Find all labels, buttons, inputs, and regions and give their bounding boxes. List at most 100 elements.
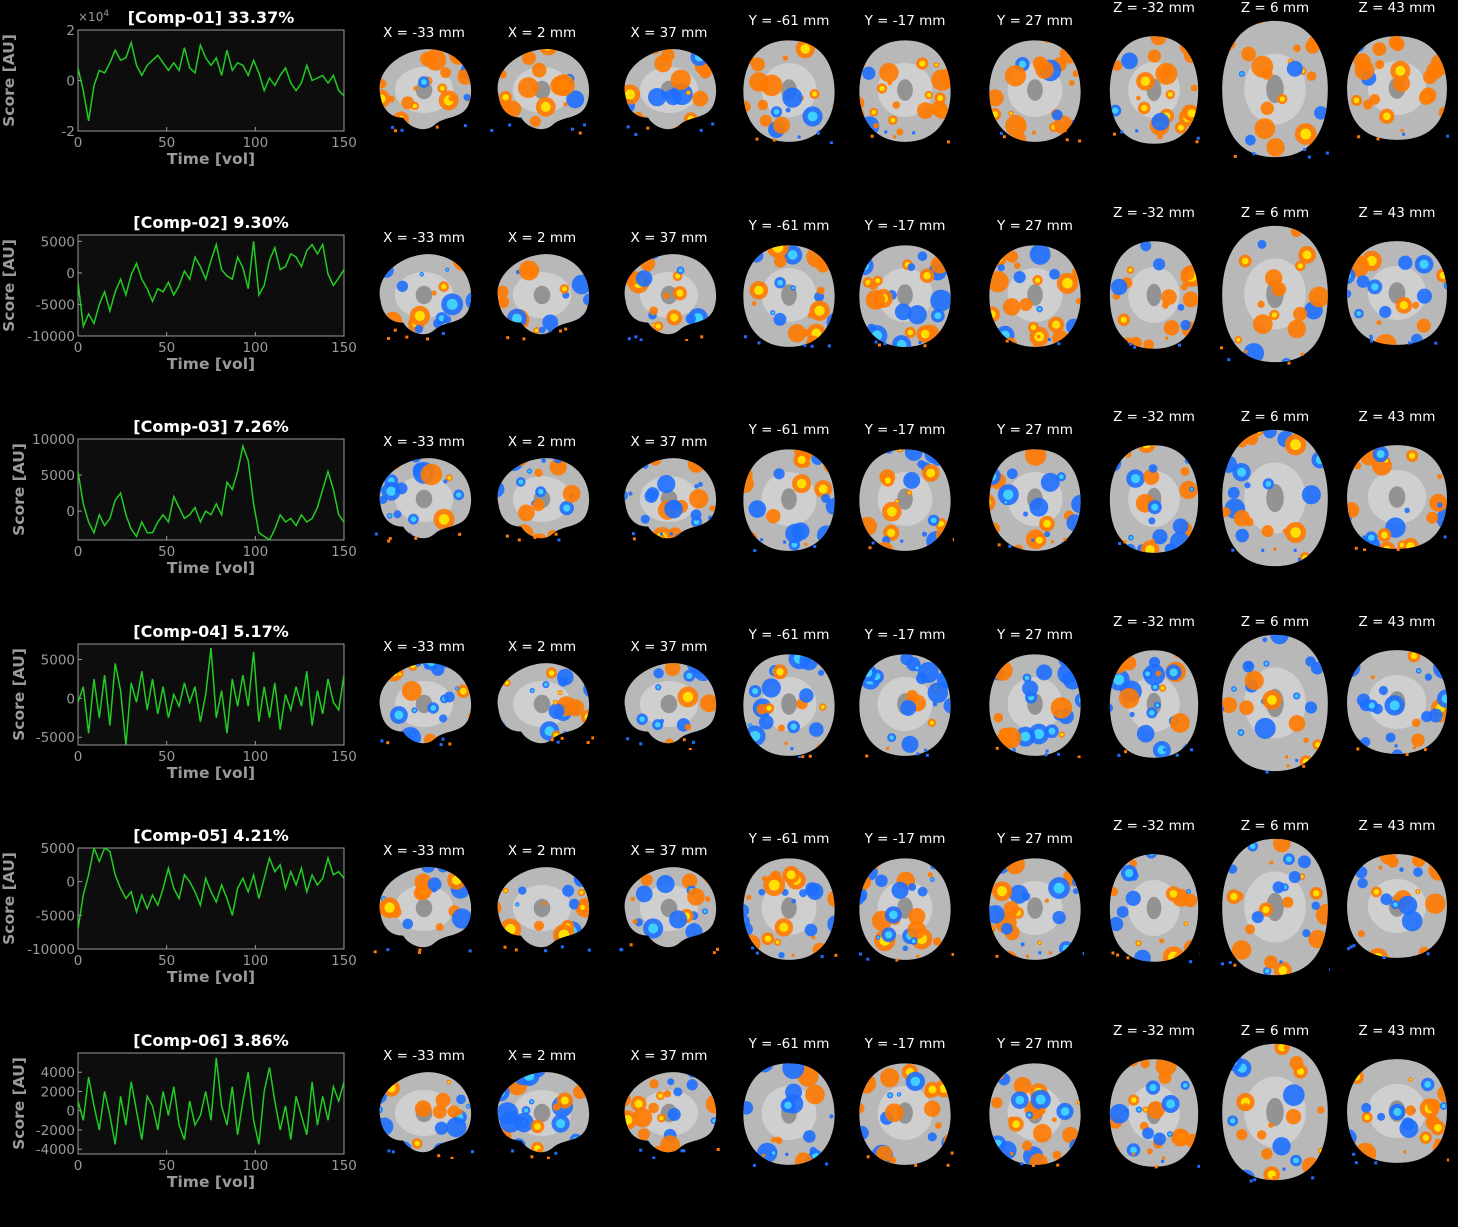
positive-blob	[707, 737, 721, 749]
negative-blob	[648, 88, 666, 106]
negative-blob	[687, 1079, 698, 1090]
speck	[627, 125, 630, 128]
positive-blob	[436, 923, 444, 931]
positive-blob	[1308, 34, 1323, 49]
speck	[1178, 343, 1181, 346]
speck	[753, 1163, 756, 1166]
positive-blob	[740, 536, 753, 552]
x-tick-label: 0	[74, 1158, 83, 1174]
negative-blob	[1273, 881, 1285, 893]
negative-blob	[393, 510, 401, 518]
speck	[1197, 137, 1200, 140]
plot-area	[78, 30, 344, 131]
negative-peak	[462, 733, 468, 739]
positive-blob	[1108, 862, 1112, 869]
negative-blob	[623, 250, 641, 268]
speck	[762, 1153, 765, 1156]
speck	[1120, 130, 1123, 133]
negative-peak	[771, 311, 774, 314]
negative-blob	[1180, 319, 1190, 329]
speck	[639, 1148, 642, 1151]
negative-peak	[772, 1151, 776, 1155]
speck	[639, 742, 642, 745]
negative-peak	[394, 710, 403, 719]
speck	[912, 131, 915, 134]
positive-blob	[1288, 319, 1306, 337]
negative-blob	[1345, 260, 1350, 265]
speck	[1026, 955, 1029, 958]
positive-peak	[813, 1162, 818, 1166]
speck	[518, 538, 521, 541]
negative-peak	[531, 689, 534, 692]
positive-peak	[829, 458, 838, 469]
positive-blob	[1261, 1148, 1272, 1159]
positive-blob	[1078, 869, 1084, 880]
speck	[1057, 342, 1060, 345]
positive-peak	[1313, 890, 1319, 896]
positive-blob	[689, 489, 708, 508]
positive-blob	[620, 666, 627, 673]
positive-blob	[856, 136, 862, 143]
positive-blob	[773, 117, 790, 134]
speck	[924, 748, 927, 751]
slice-coordinate-label: Y = -17 mm	[836, 831, 974, 847]
speck	[1376, 137, 1379, 140]
negative-peak	[524, 1070, 534, 1080]
positive-blob	[1254, 118, 1275, 139]
negative-blob	[809, 722, 824, 737]
negative-blob	[638, 942, 649, 953]
positive-blob	[453, 249, 474, 270]
positive-peak	[921, 329, 930, 338]
speck	[418, 948, 421, 951]
y-tick-label: -10000	[27, 942, 75, 958]
positive-peak	[1039, 942, 1041, 944]
negative-blob	[1109, 941, 1115, 947]
speck	[522, 337, 525, 340]
brain-slice-sag	[617, 658, 721, 750]
positive-blob	[1290, 1056, 1304, 1070]
positive-blob	[641, 874, 653, 886]
negative-peak	[573, 1136, 579, 1142]
positive-peak	[580, 905, 585, 910]
positive-blob	[1220, 121, 1225, 127]
speck	[1033, 344, 1036, 347]
negative-blob	[518, 886, 526, 894]
negative-blob	[617, 454, 630, 476]
positive-peak	[885, 477, 891, 483]
speck	[865, 754, 868, 757]
positive-peak	[1303, 250, 1312, 259]
speck	[464, 124, 467, 127]
negative-peak	[704, 910, 707, 913]
negative-blob	[907, 263, 915, 271]
positive-blob	[1032, 131, 1036, 135]
negative-peak	[1442, 1103, 1446, 1107]
positive-blob	[1006, 250, 1018, 262]
speck	[871, 135, 874, 138]
speck	[1229, 961, 1232, 964]
negative-blob	[588, 670, 594, 679]
speck	[588, 949, 591, 952]
negative-blob	[444, 691, 455, 702]
negative-blob	[900, 700, 916, 716]
speck	[1048, 338, 1051, 341]
slice-coordinate-label: Y = 27 mm	[966, 218, 1104, 234]
negative-blob	[1262, 637, 1267, 642]
positive-blob	[576, 125, 582, 131]
speck	[1395, 744, 1398, 747]
positive-peak	[639, 120, 647, 128]
negative-peak	[747, 538, 754, 545]
negative-blob	[782, 88, 802, 108]
positive-blob	[1363, 100, 1373, 110]
positive-peak	[452, 875, 461, 884]
negative-blob	[686, 313, 696, 323]
positive-blob	[752, 301, 757, 306]
positive-blob	[700, 67, 712, 79]
positive-peak	[935, 63, 938, 66]
positive-blob	[650, 44, 660, 54]
negative-blob	[493, 720, 505, 732]
speck	[817, 132, 820, 135]
speck	[555, 533, 558, 536]
slice-coordinate-label: Z = 43 mm	[1325, 614, 1458, 630]
slice-coordinate-label: Y = -17 mm	[836, 218, 974, 234]
speck	[394, 129, 397, 132]
